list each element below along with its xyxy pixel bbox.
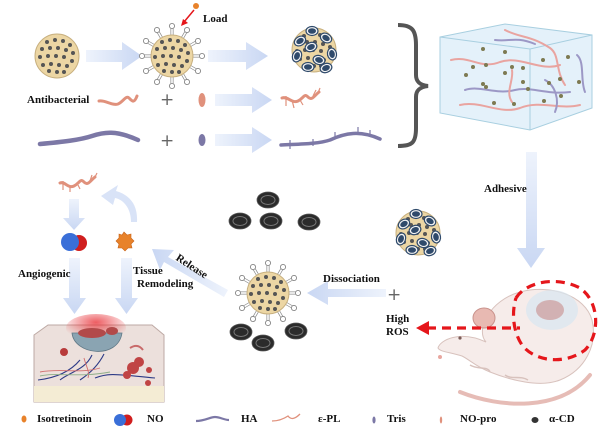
no-molecule (61, 233, 87, 251)
adhesive-arrow (517, 152, 545, 268)
tissue-remodeling-label-line2: Remodeling (137, 278, 194, 290)
no-pro-icon (439, 416, 443, 424)
alpha-cd-cluster-bottom (229, 322, 308, 352)
legend-label-no: NO (147, 413, 164, 425)
curved-arrow-up (101, 185, 138, 222)
cd-loaded-nanoparticle (291, 27, 338, 75)
release-arrow (152, 249, 228, 297)
plus-sign-3: + (387, 285, 401, 305)
antibacterial-label: Antibacterial (27, 94, 90, 106)
legend-label-isotretinoin: Isotretinoin (37, 413, 92, 425)
ha-chain-icon (195, 415, 230, 423)
tissue-remodeling-label-line1: Tissue (133, 265, 163, 277)
isotretinoin-drop (193, 3, 199, 9)
skin-tissue-illustration (33, 314, 165, 403)
arrow-down-tissue (115, 258, 138, 314)
ros-dashed-arrow-head (416, 321, 429, 335)
ha-chain (37, 130, 141, 147)
plus-sign-2: + (160, 131, 174, 151)
legend-label-tris: Tris (387, 413, 406, 425)
legend-label-no-pro: NO-pro (460, 413, 497, 425)
arrow-down-angiogenic (63, 258, 86, 314)
load-label: Load (203, 13, 228, 25)
wound-highlight-circle (511, 279, 598, 362)
curly-brace (397, 23, 429, 148)
arrow-right-4 (215, 127, 272, 153)
high-ros-label-line2: ROS (386, 326, 409, 338)
tris-branches (289, 127, 371, 149)
angiogenic-label: Angiogenic (18, 268, 71, 280)
dissociation-arrow (307, 281, 386, 305)
released-nanoparticle (235, 260, 300, 325)
tris-molecule (198, 134, 206, 146)
isotretinoin-particle (115, 231, 135, 252)
load-arrow (183, 9, 195, 23)
no-molecule-icon (114, 414, 133, 426)
alpha-cd-icon (531, 417, 539, 423)
arrow-right-1 (86, 42, 142, 70)
dissociation-label: Dissociation (323, 273, 380, 285)
epl-chain-icon (271, 413, 301, 422)
legend-label-alpha-cd: α-CD (549, 413, 575, 425)
legend-label-epl: ε-PL (318, 413, 341, 425)
ha-tris-chain (279, 131, 382, 147)
load-arrow-head (181, 19, 188, 26)
tris-icon (372, 416, 376, 424)
epl-no-pro-chain (280, 90, 321, 104)
isotretinoin-icon (21, 415, 27, 423)
plus-sign-1: + (160, 90, 174, 110)
spiky-nanoparticle (139, 23, 204, 88)
legend-label-ha: HA (241, 413, 258, 425)
epl-chain (97, 94, 139, 106)
hydrogel-box (439, 23, 593, 131)
bare-nanoparticle (34, 33, 80, 79)
no-pro-branches (285, 87, 321, 109)
mouse-illustration (437, 288, 594, 406)
no-pro-branches-2 (62, 172, 98, 192)
no-pro-molecule (198, 93, 206, 107)
arrow-right-2 (208, 42, 268, 70)
arrow-down-no (63, 199, 85, 230)
epl-no-pro-chain-2 (58, 175, 97, 189)
cd-loaded-nanoparticle-2 (395, 210, 442, 258)
adhesive-label: Adhesive (484, 183, 527, 195)
alpha-cd-cluster-top (228, 191, 321, 231)
high-ros-label-line1: High (386, 313, 410, 325)
arrow-right-3 (215, 87, 272, 113)
